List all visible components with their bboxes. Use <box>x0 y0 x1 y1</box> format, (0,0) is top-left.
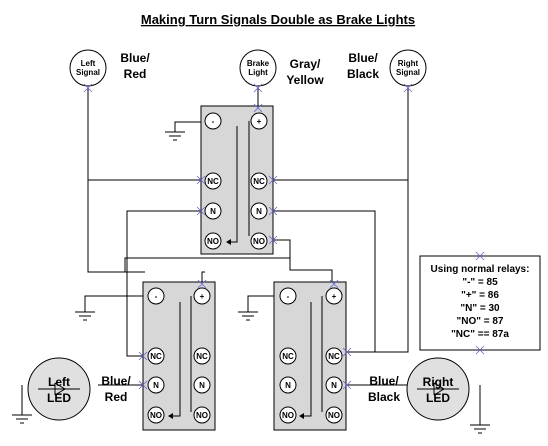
svg-text:N: N <box>256 207 262 216</box>
terminal-nc-left <box>279 347 297 365</box>
terminal-n-left <box>204 202 222 220</box>
wire-top-ground <box>174 121 205 132</box>
svg-text:+: + <box>257 117 262 126</box>
terminal-nc-right <box>193 347 211 365</box>
wire-label-brake-1: Gray/ <box>290 57 321 71</box>
wire-right-ground <box>247 295 280 312</box>
terminal-plus <box>250 112 268 130</box>
relay-left: - + NC NC N N NO NO <box>142 281 216 431</box>
terminal-n-left <box>147 376 165 394</box>
svg-text:"N" = 30: "N" = 30 <box>460 303 500 314</box>
wire-label-right-signal-2: Black <box>347 67 379 81</box>
terminal-n-right <box>325 376 343 394</box>
svg-text:-: - <box>287 292 290 301</box>
svg-text:NO: NO <box>207 237 219 246</box>
svg-text:Signal: Signal <box>76 68 100 77</box>
terminal-n-right <box>193 376 211 394</box>
wire-led-grounds <box>21 385 481 425</box>
svg-text:NC: NC <box>207 177 219 186</box>
connection-markers <box>83 83 485 390</box>
svg-text:N: N <box>199 381 205 390</box>
svg-text:LED: LED <box>47 391 71 405</box>
svg-text:"NO" = 87: "NO" = 87 <box>456 316 503 327</box>
svg-text:N: N <box>210 207 216 216</box>
terminal-nc-right <box>250 172 268 190</box>
svg-text:-: - <box>212 117 215 126</box>
svg-text:Light: Light <box>248 68 268 77</box>
svg-text:Using normal relays:: Using normal relays: <box>431 264 530 275</box>
relay-right: - + NC NC N N NO NO <box>273 281 347 431</box>
svg-text:NO: NO <box>328 411 340 420</box>
terminal-plus <box>325 287 343 305</box>
wire-label-left-signal-1: Blue/ <box>120 51 150 65</box>
terminal-minus <box>147 287 165 305</box>
svg-text:NO: NO <box>253 237 265 246</box>
terminal-no-left <box>204 232 222 250</box>
terminal-no-right <box>325 406 343 424</box>
wire-label-left-signal-2: Red <box>124 67 147 81</box>
svg-text:-: - <box>155 292 158 301</box>
wire-label-right-led-2: Black <box>368 390 400 404</box>
svg-text:N: N <box>285 381 291 390</box>
terminal-nc-left <box>204 172 222 190</box>
svg-text:NO: NO <box>150 411 162 420</box>
terminal-no-right <box>250 232 268 250</box>
terminal-minus <box>204 112 222 130</box>
svg-text:NC: NC <box>282 352 294 361</box>
svg-text:Right: Right <box>398 59 419 68</box>
wire-label-brake-2: Yellow <box>286 73 324 87</box>
terminal-nc-left <box>147 347 165 365</box>
svg-text:Brake: Brake <box>247 59 270 68</box>
wires <box>21 88 481 425</box>
wire-label-left-led-2: Red <box>105 390 128 404</box>
wire-bus-to-right-plus <box>289 258 333 288</box>
svg-text:"NC" == 87a: "NC" == 87a <box>451 329 509 340</box>
svg-text:LED: LED <box>426 391 450 405</box>
svg-text:NC: NC <box>150 352 162 361</box>
svg-text:Left: Left <box>48 375 70 389</box>
ground-symbol <box>12 131 490 434</box>
svg-text:Signal: Signal <box>396 68 420 77</box>
right-signal-lamp: Right Signal <box>389 49 427 87</box>
svg-text:"-" = 85: "-" = 85 <box>462 277 498 288</box>
svg-text:N: N <box>153 381 159 390</box>
left-signal-lamp: Left Signal <box>69 49 107 87</box>
terminal-no-right <box>193 406 211 424</box>
wire-left-ground <box>84 295 150 312</box>
left-led: Left LED <box>27 357 91 421</box>
wire-label-left-led-1: Blue/ <box>101 374 131 388</box>
wire-top-n-left-to-left-nc <box>126 210 205 357</box>
svg-text:"+" = 86: "+" = 86 <box>461 290 499 301</box>
right-led: Right LED <box>406 357 470 421</box>
terminal-nc-right <box>325 347 343 365</box>
diagram-title: Making Turn Signals Double as Brake Ligh… <box>141 12 415 27</box>
svg-text:N: N <box>331 381 337 390</box>
svg-text:Left: Left <box>81 59 96 68</box>
terminal-minus <box>279 287 297 305</box>
arrow-marks <box>168 239 304 419</box>
svg-text:NC: NC <box>196 352 208 361</box>
terminal-no-left <box>147 406 165 424</box>
svg-text:Right: Right <box>423 375 454 389</box>
svg-text:NC: NC <box>253 177 265 186</box>
svg-text:+: + <box>200 292 205 301</box>
terminal-plus <box>193 287 211 305</box>
wire-label-right-led-1: Blue/ <box>369 374 399 388</box>
terminal-n-right <box>250 202 268 220</box>
wire-top-n-right-to-right-nc <box>268 210 376 353</box>
svg-text:+: + <box>332 292 337 301</box>
svg-text:NO: NO <box>282 411 294 420</box>
svg-text:NC: NC <box>328 352 340 361</box>
terminal-no-left <box>279 406 297 424</box>
terminal-n-left <box>279 376 297 394</box>
relay-legend: Using normal relays: "-" = 85 "+" = 86 "… <box>419 255 541 351</box>
brake-light-lamp: Brake Light <box>239 49 277 87</box>
wire-label-right-signal-1: Blue/ <box>348 51 378 65</box>
svg-text:NO: NO <box>196 411 208 420</box>
wire-left-signal <box>87 88 145 273</box>
relay-top: - + NC NC N N NO NO <box>200 105 274 255</box>
